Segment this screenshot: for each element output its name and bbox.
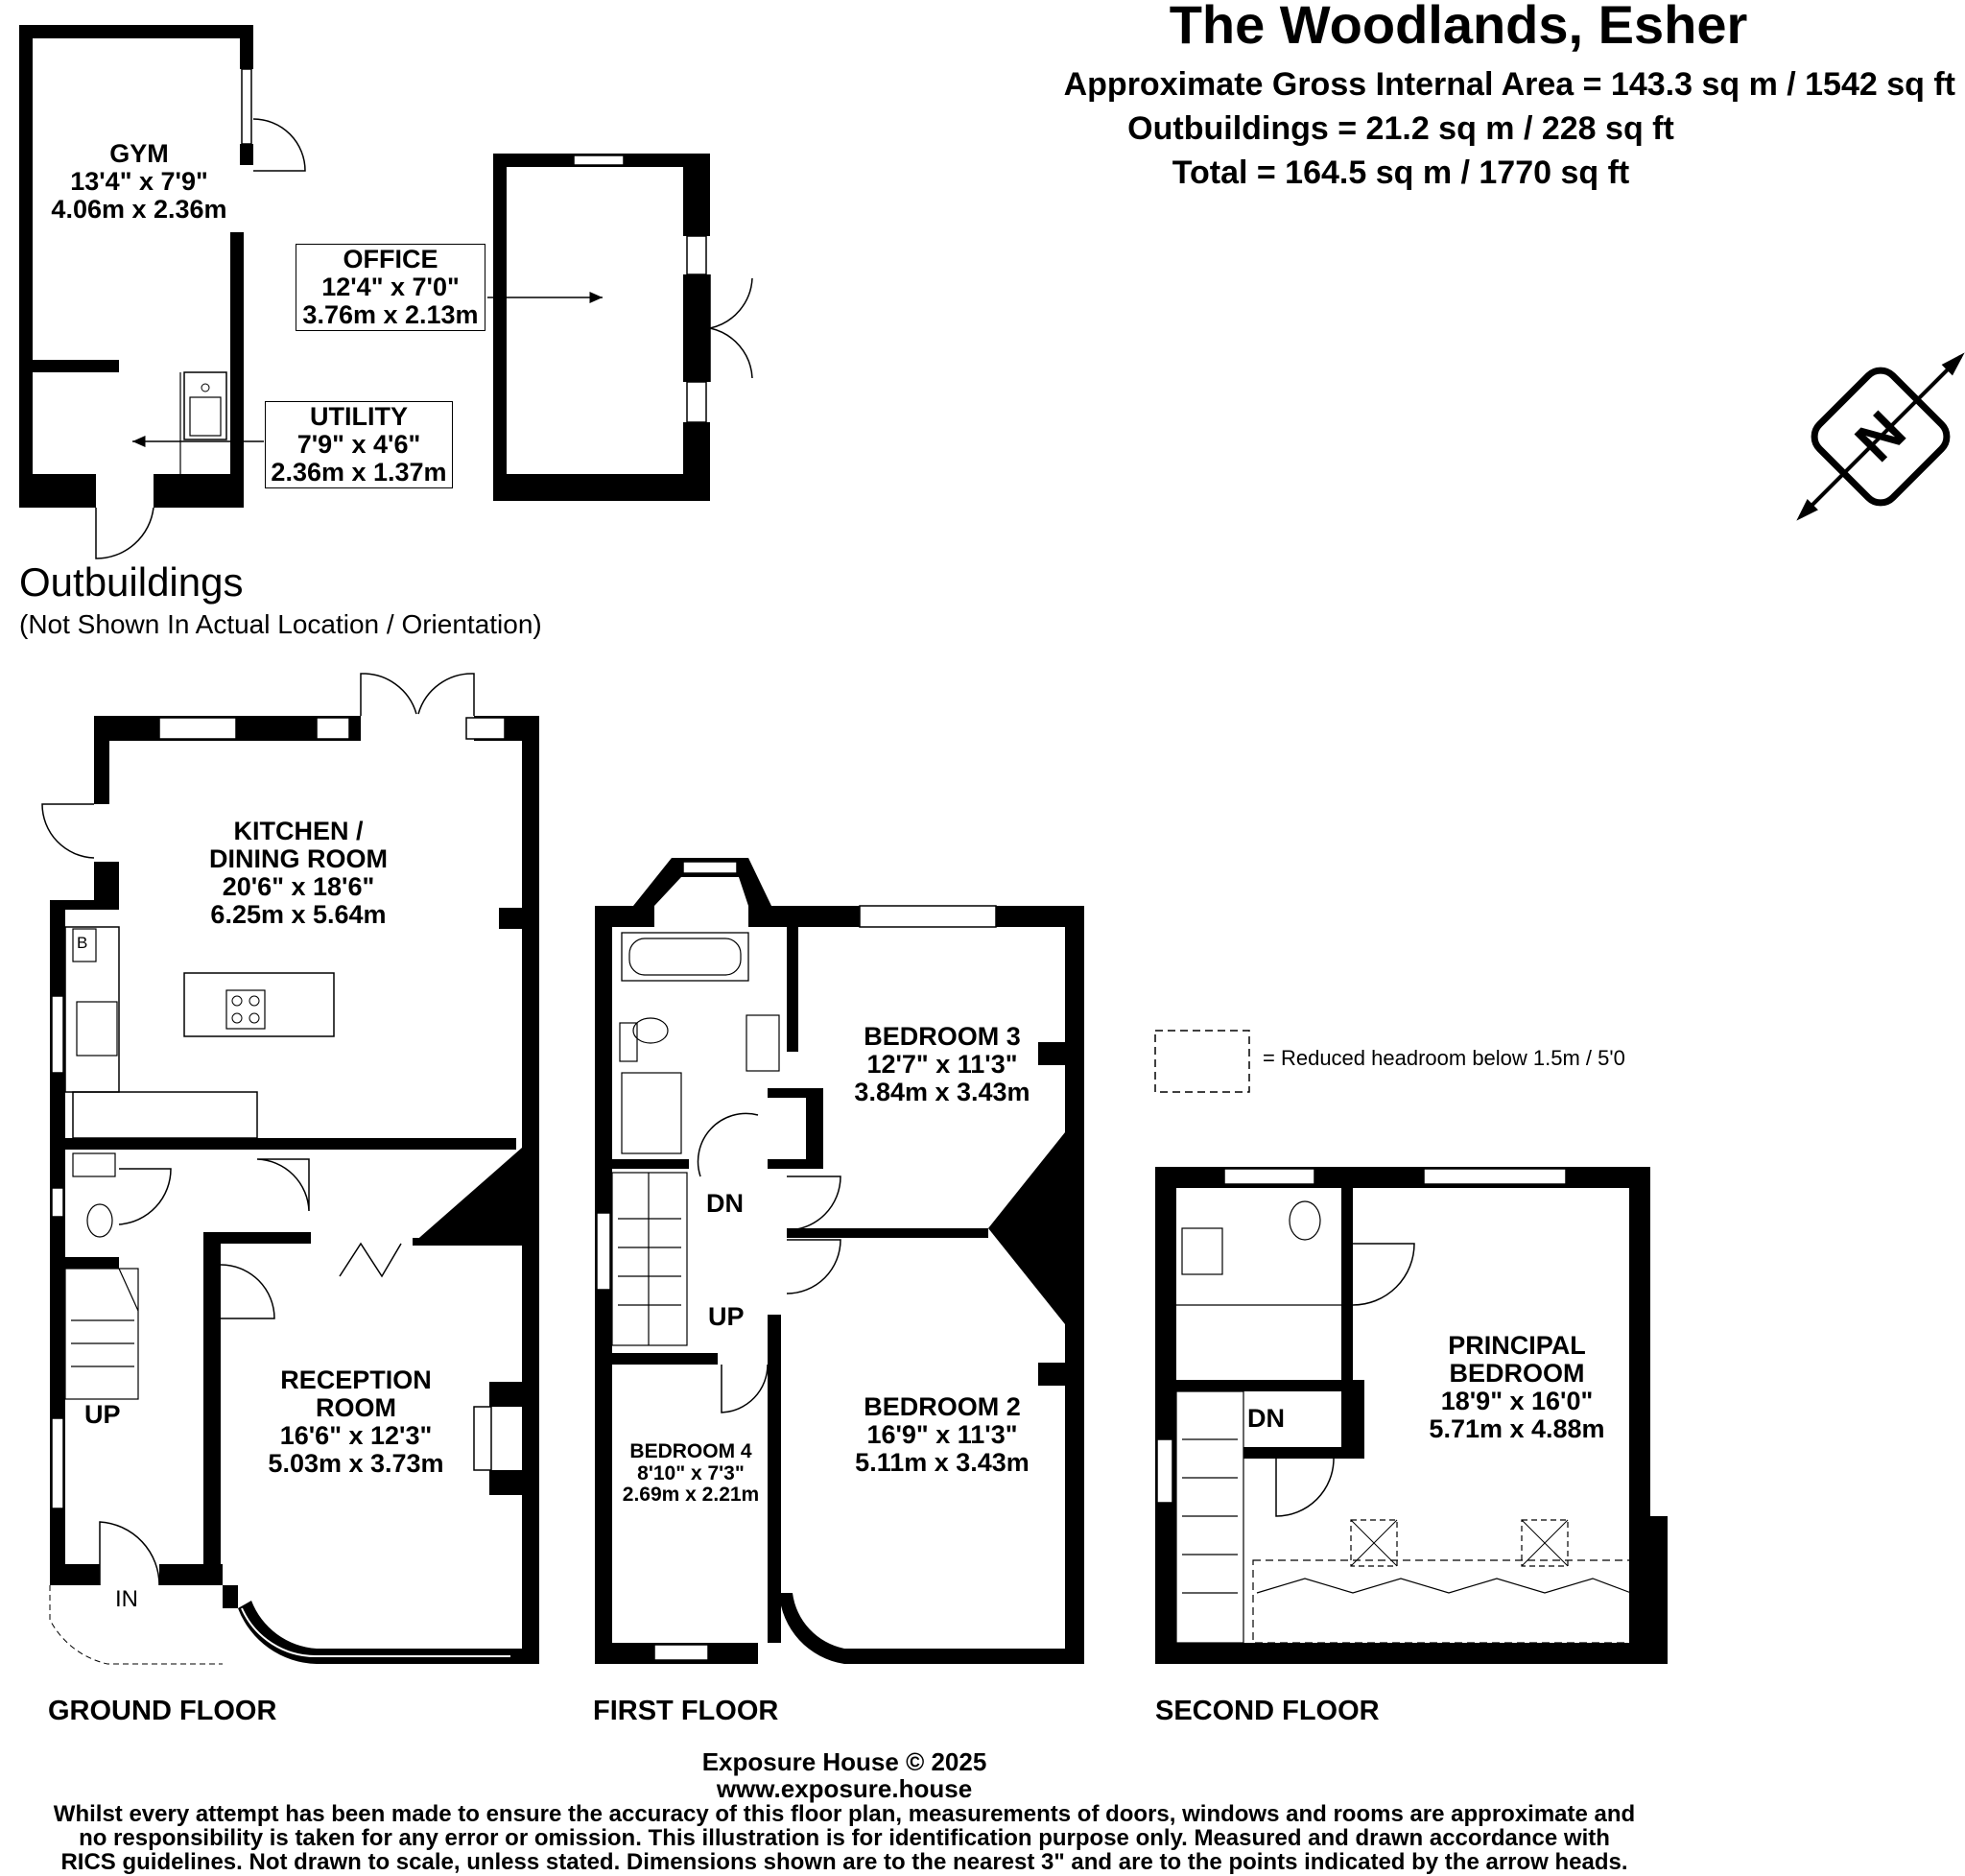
north-arrow-icon xyxy=(1796,352,1965,521)
reception-metric: 5.03m x 3.73m xyxy=(268,1449,444,1479)
gym-name: GYM xyxy=(109,139,169,168)
bedroom4-imperial: 8'10" x 7'3" xyxy=(637,1461,745,1484)
principal-name-2: BEDROOM xyxy=(1449,1359,1585,1389)
footer-disclaimer-2: no responsibility is taken for any error… xyxy=(79,1825,1610,1851)
kitchen-name-1: KITCHEN / xyxy=(233,817,364,845)
total-area: Total = 164.5 sq m / 1770 sq ft xyxy=(1172,154,1630,191)
principal-bedroom-label: PRINCIPAL BEDROOM 18'9" x 16'0" 5.71m x … xyxy=(1407,1331,1627,1444)
footer-disclaimer-1: Whilst every attempt has been made to en… xyxy=(53,1801,1636,1827)
footer-website: www.exposure.house xyxy=(716,1774,973,1803)
bedroom4-label: BEDROOM 4 8'10" x 7'3" 2.69m x 2.21m xyxy=(614,1440,768,1507)
principal-imperial: 18'9" x 16'0" xyxy=(1440,1387,1594,1416)
reception-label: RECEPTION ROOM 16'6" x 12'3" 5.03m x 3.7… xyxy=(246,1365,466,1479)
gym-label: GYM 13'4" x 7'9" 4.06m x 2.36m xyxy=(48,139,230,225)
kitchen-name-2: DINING ROOM xyxy=(209,844,388,874)
bedroom2-metric: 5.11m x 3.43m xyxy=(855,1448,1030,1478)
second-floor-plan xyxy=(1155,1167,1668,1664)
kitchen-label: KITCHEN / DINING ROOM 20'6" x 18'6" 6.25… xyxy=(188,817,409,930)
kitchen-metric: 6.25m x 5.64m xyxy=(210,900,387,930)
bedroom3-label: BEDROOM 3 12'7" x 11'3" 3.84m x 3.43m xyxy=(837,1022,1048,1107)
bedroom2-imperial: 16'9" x 11'3" xyxy=(866,1420,1018,1450)
utility-metric: 2.36m x 1.37m xyxy=(271,458,447,487)
gym-imperial: 13'4" x 7'9" xyxy=(70,167,208,197)
legend-text: = Reduced headroom below 1.5m / 5'0 xyxy=(1263,1046,1625,1070)
outbuildings-note: (Not Shown In Actual Location / Orientat… xyxy=(19,609,542,639)
first-stairs-up: UP xyxy=(708,1302,745,1331)
second-stairs-down: DN xyxy=(1247,1404,1285,1433)
bedroom2-name: BEDROOM 2 xyxy=(864,1392,1021,1421)
ground-stairs-up: UP xyxy=(84,1400,121,1429)
gym-metric: 4.06m x 2.36m xyxy=(51,195,227,225)
bedroom3-imperial: 12'7" x 11'3" xyxy=(866,1050,1018,1080)
bedroom4-metric: 2.69m x 2.21m xyxy=(622,1484,760,1507)
reduced-headroom-swatch xyxy=(1154,1030,1250,1093)
gross-internal-area: Approximate Gross Internal Area = 143.3 … xyxy=(1063,66,1955,103)
footer-copyright: Exposure House © 2025 xyxy=(701,1747,987,1776)
ground-floor-label: GROUND FLOOR xyxy=(48,1696,277,1726)
first-floor-plan xyxy=(595,858,1084,1664)
property-title: The Woodlands, Esher xyxy=(1169,0,1748,55)
office-label: OFFICE 12'4" x 7'0" 3.76m x 2.13m xyxy=(296,244,485,332)
first-floor-label: FIRST FLOOR xyxy=(593,1696,779,1726)
bedroom2-label: BEDROOM 2 16'9" x 11'3" 5.11m x 3.43m xyxy=(827,1392,1057,1478)
principal-name-1: PRINCIPAL xyxy=(1448,1331,1586,1360)
gym-utility-outbuilding xyxy=(19,25,306,559)
entrance-label: IN xyxy=(115,1586,138,1612)
kitchen-imperial: 20'6" x 18'6" xyxy=(222,872,375,902)
outbuildings-area: Outbuildings = 21.2 sq m / 228 sq ft xyxy=(1127,110,1674,147)
office-outbuilding xyxy=(487,154,753,501)
bedroom4-name: BEDROOM 4 xyxy=(629,1440,752,1462)
office-imperial: 12'4" x 7'0" xyxy=(321,273,460,302)
office-name: OFFICE xyxy=(343,245,438,273)
boiler-label: B xyxy=(77,934,88,952)
first-stairs-down: DN xyxy=(706,1189,744,1218)
office-metric: 3.76m x 2.13m xyxy=(302,300,479,330)
utility-name: UTILITY xyxy=(310,402,408,431)
reception-name-1: RECEPTION xyxy=(280,1365,432,1394)
footer-disclaimer-3: RICS guidelines. Not drawn to scale, unl… xyxy=(60,1849,1628,1875)
principal-metric: 5.71m x 4.88m xyxy=(1429,1414,1605,1444)
utility-imperial: 7'9" x 4'6" xyxy=(296,430,421,460)
ground-floor-plan xyxy=(41,673,539,1665)
reception-imperial: 16'6" x 12'3" xyxy=(279,1421,433,1451)
bedroom3-name: BEDROOM 3 xyxy=(864,1022,1021,1051)
bedroom3-metric: 3.84m x 3.43m xyxy=(854,1078,1030,1107)
reception-name-2: ROOM xyxy=(316,1393,396,1423)
utility-label: UTILITY 7'9" x 4'6" 2.36m x 1.37m xyxy=(265,401,453,489)
second-floor-label: SECOND FLOOR xyxy=(1155,1696,1380,1726)
outbuildings-title: Outbuildings xyxy=(19,559,244,605)
